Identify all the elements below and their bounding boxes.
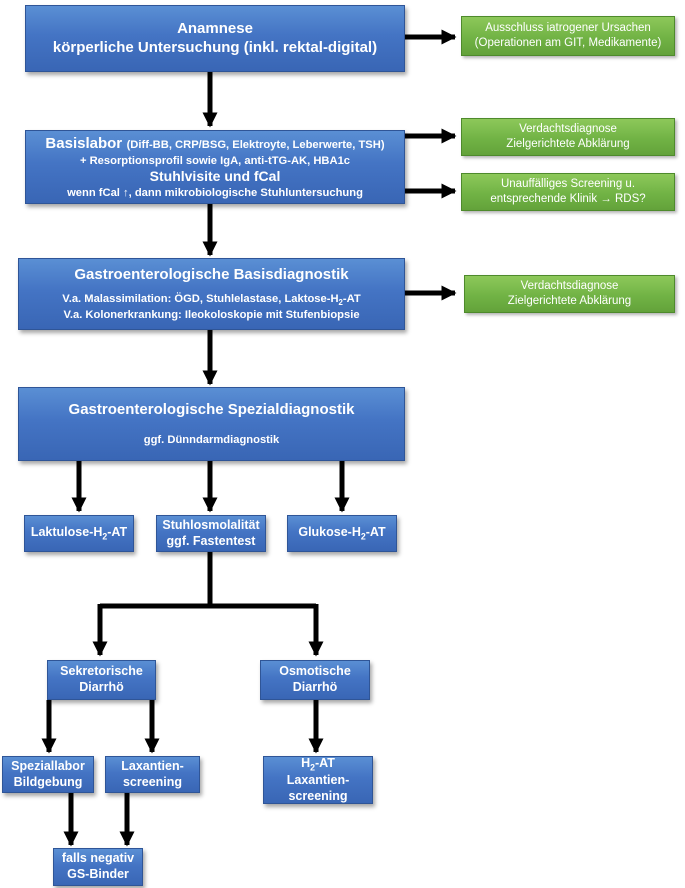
h2at-line2: Laxantien- <box>286 773 350 788</box>
osmotisch-line2: Diarrhö <box>292 680 338 694</box>
verdacht2-line2: Zielgerichtete Abklärung <box>507 295 632 307</box>
glukose-box: Glukose-H2-AT <box>287 515 397 552</box>
h2at-text: H <box>301 755 311 770</box>
laxantien1-box: Laxantien- screening <box>105 756 200 793</box>
sekretorisch-box: Sekretorische Diarrhö <box>47 660 156 700</box>
laktulose-text: Laktulose-H <box>30 524 103 539</box>
spezialdiagnostik-box: Gastroenterologische Spezialdiagnostik g… <box>18 387 405 461</box>
basisdiagnostik-line2: V.a. Malassimilation: ÖGD, Stuhlelastase… <box>62 292 360 308</box>
anamnese-title: Anamnese <box>177 19 253 37</box>
verdacht2-box: Verdachtsdiagnose Zielgerichtete Abkläru… <box>464 275 675 313</box>
verdacht2-line1: Verdachtsdiagnose <box>520 280 619 293</box>
basislabor-line3: Stuhlvisite und fCal <box>149 168 281 185</box>
laktulose-suffix: -AT <box>107 524 128 539</box>
iatrogen-box: Ausschluss iatrogener Ursachen (Operatio… <box>461 16 675 56</box>
h2at-line3: screening <box>288 788 348 803</box>
laktulose-sub: 2 <box>102 531 108 542</box>
glukose-label: Glukose-H2-AT <box>298 525 385 542</box>
iatrogen-line1: Ausschluss iatrogener Ursachen <box>485 22 651 35</box>
spezlabor-line1: Speziallabor <box>11 758 85 773</box>
gsbinder-box: falls negativ GS-Binder <box>53 848 143 886</box>
branch-connector <box>100 552 213 609</box>
osmotisch-line1: Osmotische <box>279 664 351 679</box>
basisdiagnostik-line3: V.a. Kolonerkrankung: Ileokoloskopie mit… <box>63 309 360 322</box>
h2at-box: H2-AT Laxantien- screening <box>263 756 373 804</box>
screening-box: Unauffälliges Screening u. entsprechende… <box>461 173 675 211</box>
verdacht1-line1: Verdachtsdiagnose <box>519 123 617 136</box>
h2at-suffix: -AT <box>315 755 335 770</box>
osmotisch-box: Osmotische Diarrhö <box>260 660 370 700</box>
sekretorisch-line1: Sekretorische <box>60 664 143 679</box>
basisdiagnostik-title: Gastroenterologische Basisdiagnostik <box>74 265 349 283</box>
basisdiagnostik-box: Gastroenterologische Basisdiagnostik V.a… <box>18 258 405 330</box>
glukose-text: Glukose-H <box>298 524 361 539</box>
glukose-sub: 2 <box>360 531 366 542</box>
sekretorisch-line2: Diarrhö <box>79 680 124 694</box>
glukose-suffix: -AT <box>365 524 386 539</box>
laktulose-box: Laktulose-H2-AT <box>24 515 134 552</box>
laxantien1-line1: Laxantien- <box>121 758 184 773</box>
spezialdiagnostik-line2: ggf. Dünndarmdiagnostik <box>143 434 280 447</box>
basislabor-detail: (Diff-BB, CRP/BSG, Elektroyte, Leberwert… <box>126 139 385 152</box>
basislabor-line4: wenn fCal ↑, dann mikrobiologische Stuhl… <box>67 186 363 199</box>
h2at-sub: 2 <box>310 762 315 773</box>
verdacht1-line2: Zielgerichtete Abklärung <box>506 138 630 150</box>
stuhlosmo-line2: ggf. Fastentest <box>166 533 256 548</box>
anamnese-box: Anamnese körperliche Untersuchung (inkl.… <box>25 5 405 72</box>
basisdiagnostik-line2-suffix: -AT <box>342 293 361 306</box>
verdacht1-box: Verdachtsdiagnose Zielgerichtete Abkläru… <box>461 118 675 156</box>
basislabor-line1: Basislabor (Diff-BB, CRP/BSG, Elektroyte… <box>45 134 384 154</box>
anamnese-subtitle: körperliche Untersuchung (inkl. rektal-d… <box>52 38 378 56</box>
stuhlosmo-line1: Stuhlosmolalität <box>162 517 260 532</box>
spezlabor-line2: Bildgebung <box>13 774 83 789</box>
gsbinder-line2: GS-Binder <box>67 867 129 881</box>
screening-line2: entsprechende Klinik → RDS? <box>490 193 646 205</box>
gsbinder-line1: falls negativ <box>61 851 135 866</box>
stuhlosmo-box: Stuhlosmolalität ggf. Fastentest <box>156 515 266 552</box>
basislabor-box: Basislabor (Diff-BB, CRP/BSG, Elektroyte… <box>25 130 405 204</box>
spezialdiagnostik-title: Gastroenterologische Spezialdiagnostik <box>68 400 355 418</box>
spezlabor-box: Speziallabor Bildgebung <box>2 756 94 793</box>
screening-line1: Unauffälliges Screening u. <box>500 178 636 191</box>
h2at-line1: H2-AT <box>301 756 335 773</box>
laktulose-label: Laktulose-H2-AT <box>31 525 127 542</box>
basisdiagnostik-line2-text: V.a. Malassimilation: ÖGD, Stuhlelastase… <box>62 293 339 306</box>
laxantien1-line2: screening <box>122 774 183 789</box>
iatrogen-line2: (Operationen am GIT, Medikamente) <box>474 37 662 49</box>
basislabor-title: Basislabor <box>45 135 123 153</box>
basislabor-line2: + Resorptionsprofil sowie IgA, anti-tTG-… <box>79 155 351 168</box>
basisdiagnostik-line2-sub: 2 <box>338 298 343 308</box>
